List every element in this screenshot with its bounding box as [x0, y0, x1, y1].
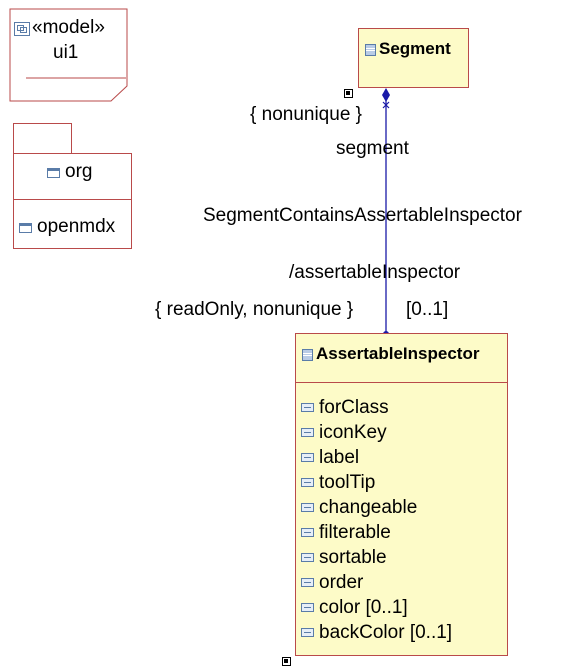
class-icon	[365, 43, 376, 56]
package-divider	[13, 199, 132, 200]
source-role: segment	[336, 138, 409, 159]
package-header: org	[47, 161, 92, 183]
attribute-label: sortable	[319, 547, 387, 568]
attribute-row[interactable]: toolTip	[301, 470, 452, 495]
attribute-row[interactable]: color [0..1]	[301, 595, 452, 620]
package-box[interactable]	[13, 153, 132, 249]
attribute-icon	[301, 428, 314, 438]
attribute-icon	[301, 603, 314, 613]
segment-class[interactable]	[358, 28, 469, 88]
attribute-icon	[301, 503, 314, 513]
folder-icon	[19, 222, 32, 233]
attribute-row[interactable]: filterable	[301, 520, 452, 545]
attribute-icon	[301, 628, 314, 638]
target-multiplicity: [0..1]	[406, 299, 449, 320]
model-stereotype: «model»	[32, 17, 105, 38]
association-name: SegmentContainsAssertableInspector	[203, 205, 522, 226]
attribute-label: forClass	[319, 397, 389, 418]
folder-icon	[47, 167, 60, 178]
segment-name: Segment	[379, 39, 451, 58]
model-header: «model»	[14, 17, 105, 39]
attribute-row[interactable]: changeable	[301, 495, 452, 520]
package-child[interactable]: openmdx	[19, 216, 115, 238]
model-box[interactable]	[9, 8, 129, 103]
attribute-label: color [0..1]	[319, 597, 408, 618]
target-role: /assertableInspector	[289, 262, 461, 283]
attribute-row[interactable]: forClass	[301, 395, 452, 420]
link-arrow-icon[interactable]	[344, 89, 353, 98]
attribute-row[interactable]: label	[301, 445, 452, 470]
inspector-name: AssertableInspector	[316, 344, 480, 363]
attribute-icon	[301, 553, 314, 563]
inspector-header: AssertableInspector	[302, 344, 479, 364]
source-multiplicity: { nonunique }	[250, 104, 363, 125]
class-icon	[302, 348, 313, 361]
attribute-icon	[301, 453, 314, 463]
package-name: org	[65, 161, 93, 182]
inspector-divider	[295, 382, 508, 383]
attribute-icon	[301, 578, 314, 588]
link-arrow-icon[interactable]	[282, 657, 291, 666]
attribute-list: forClass iconKey label toolTip changeabl…	[301, 395, 452, 645]
package-tab	[13, 123, 72, 154]
association-line[interactable]	[370, 85, 410, 345]
attribute-icon	[301, 478, 314, 488]
model-icon	[14, 21, 30, 36]
package-child-name: openmdx	[37, 216, 116, 237]
attribute-label: toolTip	[319, 472, 376, 493]
composition-diamond-icon	[382, 88, 390, 102]
attribute-row[interactable]: backColor [0..1]	[301, 620, 452, 645]
inspector-class[interactable]	[295, 333, 508, 656]
attribute-label: filterable	[319, 522, 391, 543]
attribute-label: backColor [0..1]	[319, 622, 453, 643]
model-name: ui1	[53, 42, 79, 63]
attribute-label: order	[319, 572, 364, 593]
attribute-label: label	[319, 447, 360, 468]
attribute-row[interactable]: order	[301, 570, 452, 595]
attribute-label: changeable	[319, 497, 418, 518]
attribute-icon	[301, 403, 314, 413]
attribute-icon	[301, 528, 314, 538]
target-constraint: { readOnly, nonunique }	[155, 299, 354, 320]
attribute-label: iconKey	[319, 422, 387, 443]
segment-header: Segment	[365, 39, 451, 59]
attribute-row[interactable]: iconKey	[301, 420, 452, 445]
attribute-row[interactable]: sortable	[301, 545, 452, 570]
